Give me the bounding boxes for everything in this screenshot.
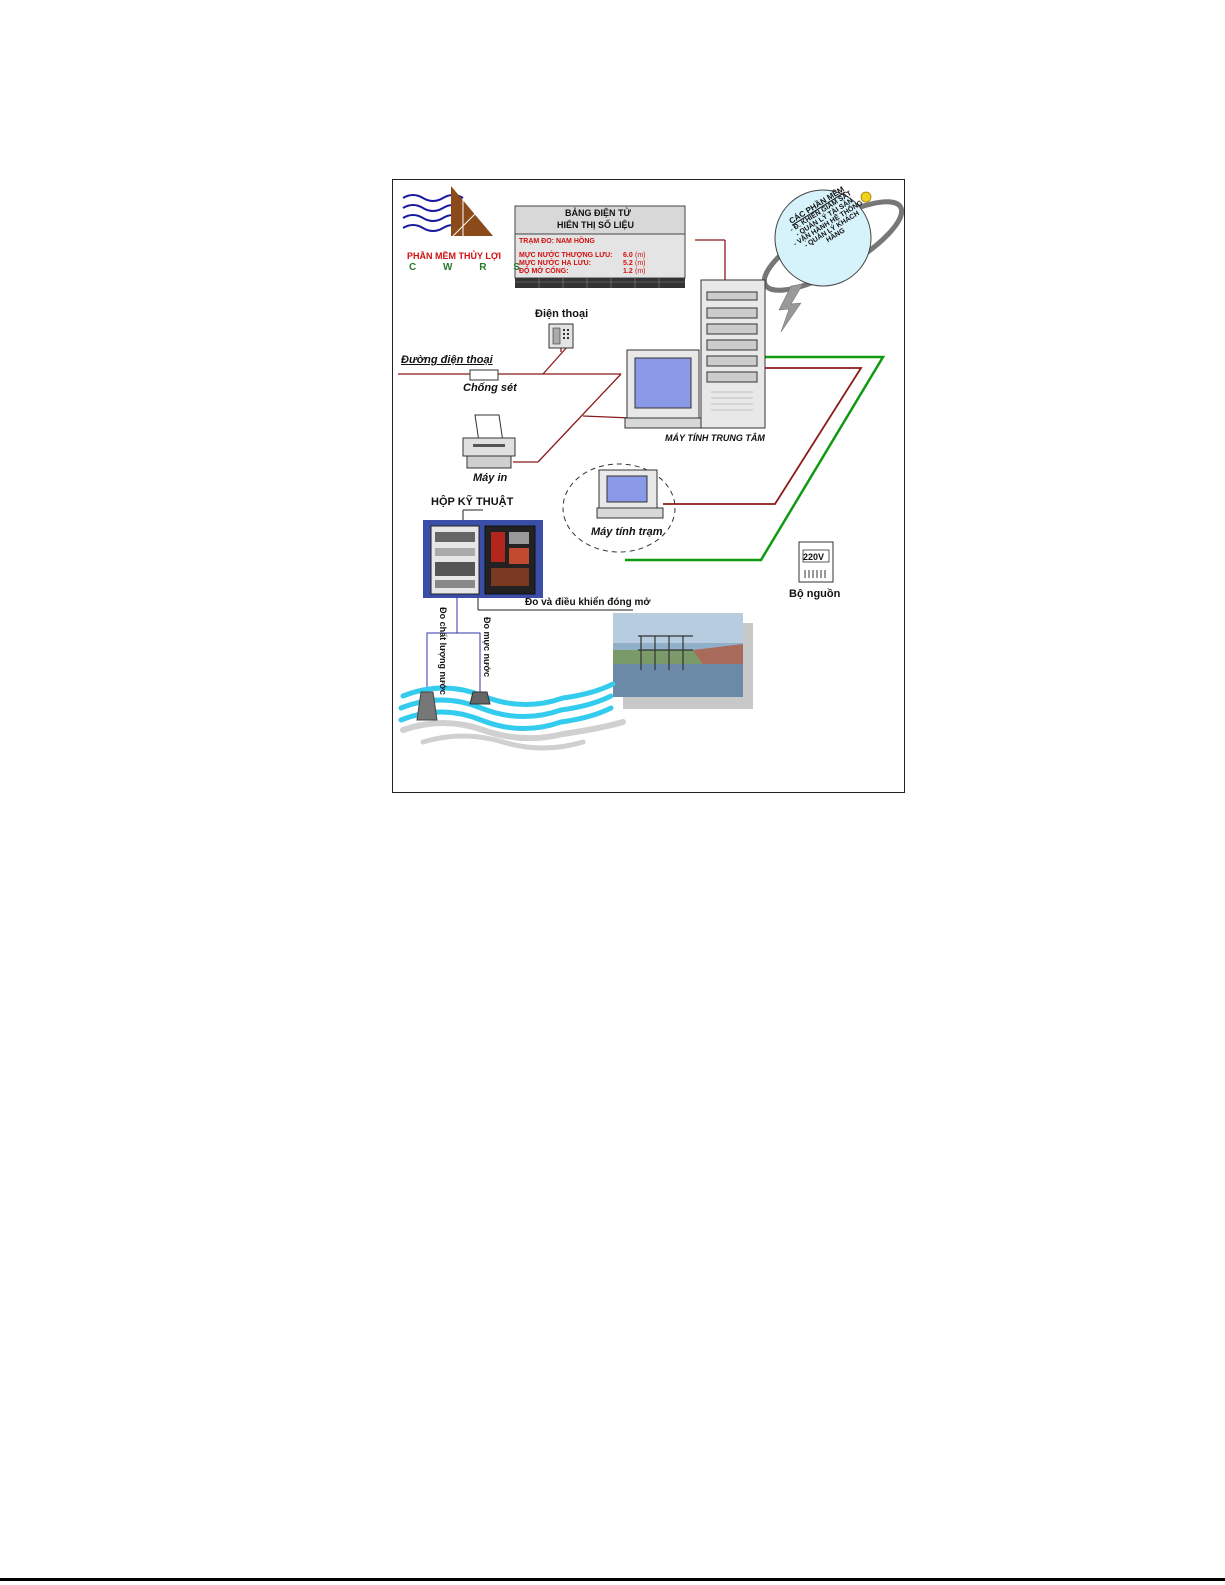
board-row-unit: (m) — [635, 268, 646, 275]
water-level-label: Đo mực nước — [481, 617, 492, 677]
station-pc-label: Máy tính trạm — [591, 526, 663, 538]
footer-rule — [0, 1578, 1225, 1581]
water-waves — [398, 681, 626, 751]
water-quality-label: Đo chất lượng nước — [437, 607, 448, 695]
phone-drop-wire — [542, 345, 569, 375]
software-planet — [761, 189, 904, 333]
station-network-wire — [663, 367, 863, 505]
power-supply-icon — [798, 541, 834, 583]
station-computer-icon — [562, 463, 676, 553]
power-wire — [625, 355, 886, 562]
board-station: TRẠM ĐO: NAM HỒNG — [519, 238, 595, 245]
display-board — [514, 205, 686, 288]
technical-box-image — [423, 520, 543, 598]
power-voltage-label: 220V — [803, 552, 825, 562]
board-row-label: ĐỘ MỞ CỐNG: — [519, 268, 569, 275]
diagram-frame: PHẦN MỀM THỦY LỢI C W R S BẢNG ĐIỆN TỬ H… — [392, 179, 905, 793]
central-pc-label: MÁY TÍNH TRUNG TÂM — [665, 433, 765, 443]
sensor-wires — [426, 597, 481, 695]
board-row-unit: (m) — [635, 260, 646, 267]
moon-icon — [860, 191, 872, 203]
printer-icon — [462, 414, 516, 469]
logo-brand-text: PHẦN MỀM THỦY LỢI — [407, 251, 502, 261]
water-level-sensor-icon — [469, 691, 491, 705]
surge-protector-icon — [469, 369, 499, 381]
central-computer-icon — [624, 279, 766, 429]
board-title-1: BẢNG ĐIỆN TỬ — [565, 208, 631, 218]
board-title-2: HIỂN THỊ SỐ LIỆU — [557, 220, 635, 230]
logo-triangle-icon — [451, 186, 493, 236]
network-wires — [663, 367, 863, 505]
printer-wire — [537, 373, 622, 463]
power-wires — [625, 355, 886, 562]
phone-line-label: Đường điện thoại — [401, 354, 493, 366]
board-row-value: 6.0 — [623, 252, 633, 259]
phone-line-wires — [398, 239, 726, 463]
board-row-label: MỰC NƯỚC HẠ LƯU: — [519, 260, 591, 267]
power-label: Bộ nguồn — [789, 588, 841, 600]
logo — [402, 186, 493, 237]
lightning-icon — [778, 283, 804, 333]
central-pc-wire — [582, 415, 632, 419]
phone-label: Điện thoại — [535, 308, 589, 320]
measure-control-label: Đo và điều khiển đóng mở — [525, 597, 651, 608]
printer-label: Máy in — [473, 472, 508, 484]
gate-photo-image — [613, 613, 753, 709]
tech-box-label: HỘP KỸ THUẬT — [431, 496, 514, 508]
board-row-label: MỰC NƯỚC THƯỢNG LƯU: — [519, 252, 613, 259]
system-diagram — [398, 186, 904, 751]
water-quality-sensor-icon — [416, 691, 438, 721]
phone-icon — [548, 323, 574, 349]
surge-label: Chống sét — [463, 382, 517, 394]
board-row-value: 5.2 — [623, 260, 633, 267]
logo-letters: C W R S — [409, 262, 532, 273]
board-row-unit: (m) — [635, 252, 646, 259]
board-row-value: 1.2 — [623, 268, 633, 275]
